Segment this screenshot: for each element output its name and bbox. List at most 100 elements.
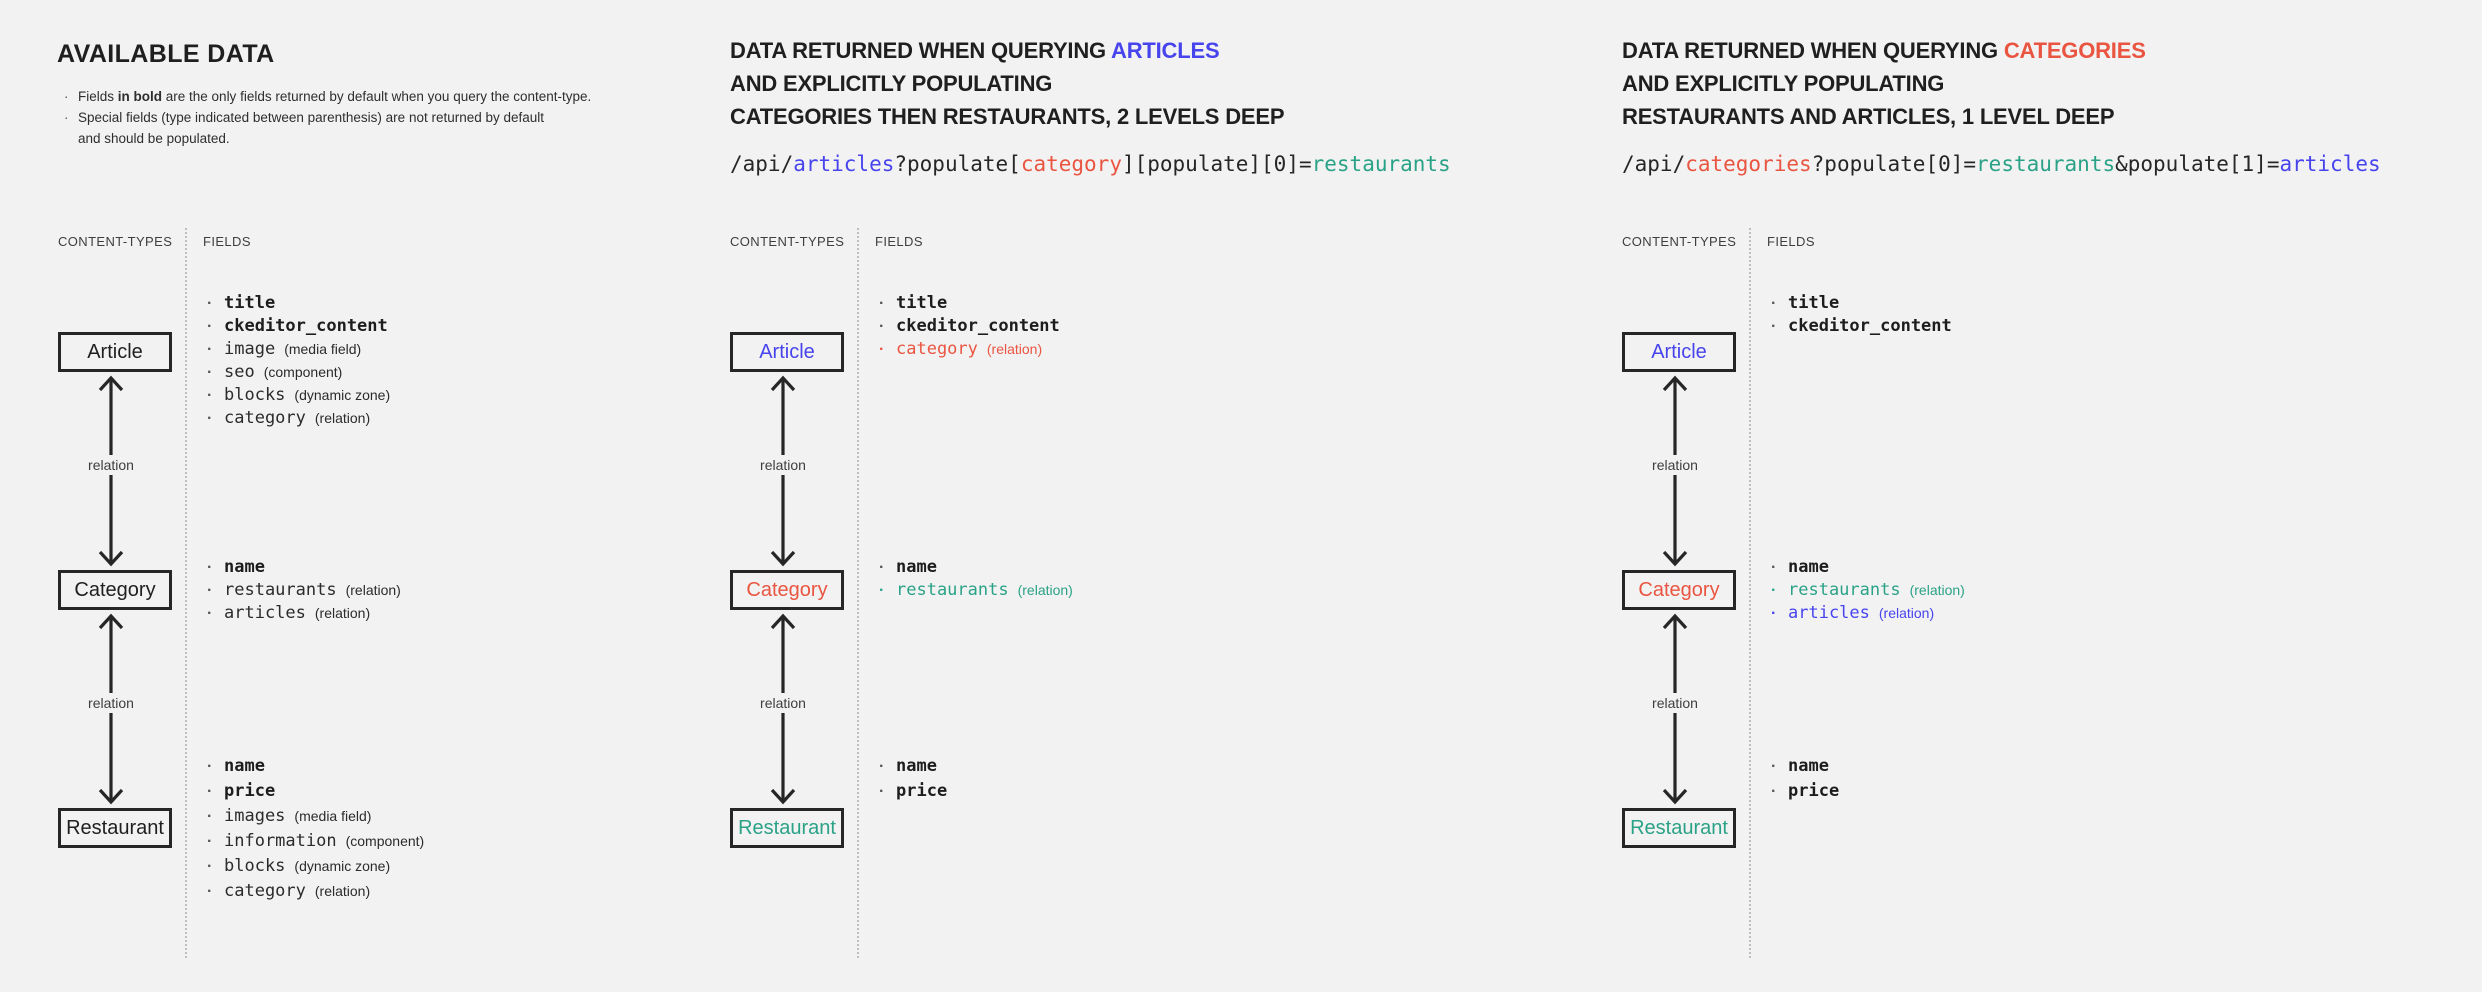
relation-label: relation <box>755 693 811 713</box>
field-row: name <box>207 754 424 779</box>
field-row: price <box>207 779 424 804</box>
article-box: Article <box>730 332 844 372</box>
url-segment: ][populate][0]= <box>1121 152 1312 176</box>
field-row: name <box>1771 754 1839 779</box>
column-header: DATA RETURNED WHEN QUERYING CATEGORIES A… <box>1622 34 2146 133</box>
content-types-column-label: CONTENT-TYPES <box>58 234 173 249</box>
category-box-label: Category <box>74 579 156 601</box>
url-segment: categories <box>1685 152 1812 176</box>
field-name: name <box>224 557 265 577</box>
page-title: AVAILABLE DATA <box>57 40 275 68</box>
restaurant-fields: name price <box>879 754 947 804</box>
field-row: title <box>207 292 390 315</box>
field-row: title <box>879 292 1060 315</box>
article-box: Article <box>58 332 172 372</box>
column-separator <box>185 228 187 958</box>
field-name: restaurants <box>1788 580 1901 600</box>
category-box-label: Category <box>746 579 828 601</box>
field-name: price <box>224 781 276 801</box>
article-fields: title ckeditor_content image(media field… <box>207 292 390 430</box>
field-name: name <box>1788 756 1829 776</box>
relation-label: relation <box>1647 455 1703 475</box>
field-row: seo(component) <box>207 361 390 384</box>
restaurant-box: Restaurant <box>730 808 844 848</box>
field-annotation: (relation) <box>1878 605 1935 621</box>
header-line: AND EXPLICITLY POPULATING <box>1622 71 1945 96</box>
field-row: name <box>1771 556 1965 579</box>
legend-note: Fields in bold are the only fields retur… <box>64 86 591 107</box>
relation-label: relation <box>1647 693 1703 713</box>
field-name: restaurants <box>224 580 337 600</box>
field-annotation: (relation) <box>314 410 371 426</box>
field-annotation: (relation) <box>314 883 371 899</box>
fields-column-label: FIELDS <box>1767 234 1815 249</box>
column-querying-categories: DATA RETURNED WHEN QUERYING CATEGORIES A… <box>1564 0 2482 992</box>
field-name: image <box>224 339 276 359</box>
header-text: DATA RETURNED WHEN QUERYING <box>730 38 1112 63</box>
field-row: images(media field) <box>207 804 424 829</box>
article-box-label: Article <box>87 341 143 363</box>
field-name: ckeditor_content <box>1788 316 1952 336</box>
article-fields: title ckeditor_content <box>1771 292 1952 338</box>
field-annotation: (relation) <box>1909 582 1965 598</box>
field-name: restaurants <box>896 580 1009 600</box>
column-available-data: AVAILABLE DATA Fields in bold are the on… <box>0 0 672 992</box>
header-line: DATA RETURNED WHEN QUERYING ARTICLES <box>730 34 1284 67</box>
field-name: title <box>224 293 276 313</box>
field-row: price <box>1771 779 1839 804</box>
field-row: category (relation) <box>207 407 390 430</box>
url-segment: category <box>1020 152 1122 176</box>
restaurant-box: Restaurant <box>1622 808 1736 848</box>
column-querying-articles: DATA RETURNED WHEN QUERYING ARTICLES AND… <box>672 0 1564 992</box>
field-annotation: (dynamic zone) <box>294 387 391 403</box>
field-row: category(relation) <box>879 338 1060 361</box>
field-row: ckeditor_content <box>207 315 390 338</box>
field-name: title <box>896 293 948 313</box>
category-box: Category <box>58 570 172 610</box>
field-annotation: (relation) <box>345 582 401 598</box>
category-fields: name restaurants(relation) articles(rela… <box>1771 556 1965 625</box>
field-row: name <box>207 556 401 579</box>
category-box: Category <box>730 570 844 610</box>
field-name: category <box>224 881 306 901</box>
field-name: blocks <box>224 856 286 876</box>
header-line: CATEGORIES THEN RESTAURANTS, 2 LEVELS DE… <box>730 104 1285 129</box>
relation-label: relation <box>83 693 139 713</box>
field-name: category <box>224 408 306 428</box>
field-row: category (relation) <box>207 879 424 904</box>
field-row: price <box>879 779 947 804</box>
field-name: ckeditor_content <box>224 316 388 336</box>
field-name: category <box>896 339 978 359</box>
api-url: /api/articles?populate[category][populat… <box>730 151 1451 177</box>
category-box-label: Category <box>1638 579 1720 601</box>
column-header: DATA RETURNED WHEN QUERYING ARTICLES AND… <box>730 34 1285 133</box>
url-segment: ?populate[0]= <box>1811 152 1977 176</box>
field-name: name <box>896 756 937 776</box>
field-annotation: (dynamic zone) <box>294 858 391 874</box>
header-text: DATA RETURNED WHEN QUERYING <box>1622 38 2004 63</box>
restaurant-box-label: Restaurant <box>66 817 164 839</box>
category-box: Category <box>1622 570 1736 610</box>
url-segment: articles <box>2279 152 2381 176</box>
url-segment: ?populate[ <box>894 152 1021 176</box>
field-row: name <box>879 556 1073 579</box>
field-row: image(media field) <box>207 338 390 361</box>
restaurant-box: Restaurant <box>58 808 172 848</box>
field-name: title <box>1788 293 1840 313</box>
article-box: Article <box>1622 332 1736 372</box>
field-name: ckeditor_content <box>896 316 1060 336</box>
note-text: Special fields (type indicated between p… <box>78 110 545 125</box>
header-accent-articles: ARTICLES <box>1111 38 1220 63</box>
field-name: blocks <box>224 385 286 405</box>
content-types-column-label: CONTENT-TYPES <box>730 234 845 249</box>
url-segment: restaurants <box>1976 152 2116 176</box>
field-name: articles <box>224 603 306 623</box>
legend-notes: Fields in bold are the only fields retur… <box>64 86 591 149</box>
header-accent-categories: CATEGORIES <box>2003 38 2146 63</box>
header-line: DATA RETURNED WHEN QUERYING CATEGORIES <box>1622 34 2146 67</box>
restaurant-box-label: Restaurant <box>738 817 836 839</box>
field-name: price <box>1788 781 1840 801</box>
url-segment: articles <box>793 152 895 176</box>
category-fields: name restaurants(relation) articles(rela… <box>207 556 401 625</box>
api-url: /api/categories?populate[0]=restaurants&… <box>1622 151 2381 177</box>
